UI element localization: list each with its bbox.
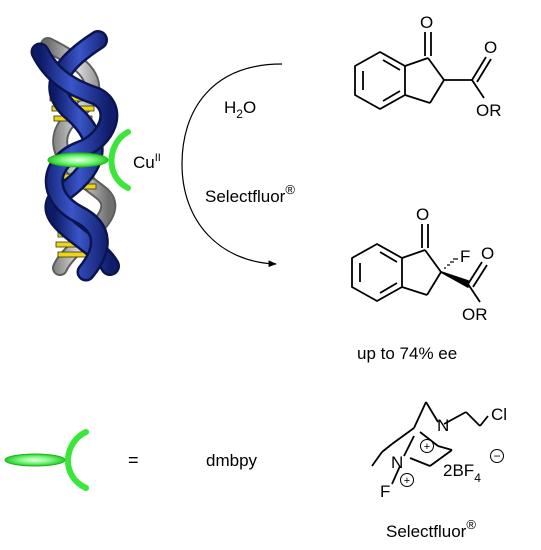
negative-charge-icon: − <box>490 449 504 463</box>
positive-charge-top-icon: + <box>420 439 434 453</box>
positive-charge-bottom-icon: + <box>400 473 414 487</box>
substrate-structure <box>354 32 492 110</box>
selectivity-label: up to 74% ee <box>357 344 457 363</box>
selectfluor-fluorine: F <box>380 482 390 501</box>
product-structure <box>351 224 488 303</box>
svg-text:−: − <box>493 449 500 463</box>
product-ester-or: OR <box>462 305 488 324</box>
ligand-legend-icon <box>4 429 89 491</box>
svg-text:+: + <box>424 441 430 453</box>
substrate-ketone-oxygen: O <box>420 13 433 32</box>
legend-ligand-name: dmbpy <box>206 451 258 470</box>
product-fluorine: F <box>460 247 470 266</box>
legend-equals: = <box>128 450 139 470</box>
reagent-selectfluor: Selectfluor® <box>205 182 295 206</box>
product-ketone-oxygen: O <box>416 205 429 224</box>
svg-text:+: + <box>404 475 410 487</box>
selectfluor-name: Selectfluor® <box>386 517 476 541</box>
copper-label: CuII <box>133 152 161 172</box>
intercalated-ligand-icon <box>47 129 131 191</box>
selectfluor-structure <box>371 401 489 485</box>
reagent-water: H2O <box>224 98 256 121</box>
selectfluor-chlorine: Cl <box>491 405 507 424</box>
substrate-ester-or: OR <box>476 101 502 120</box>
substrate-ester-oxygen: O <box>484 38 497 57</box>
product-ester-oxygen: O <box>481 244 494 263</box>
selectfluor-n-bottom: N <box>391 453 403 472</box>
reaction-arrow <box>181 63 283 268</box>
selectfluor-n-top: N <box>437 416 449 435</box>
selectfluor-counterion: 2BF4 <box>443 461 481 485</box>
